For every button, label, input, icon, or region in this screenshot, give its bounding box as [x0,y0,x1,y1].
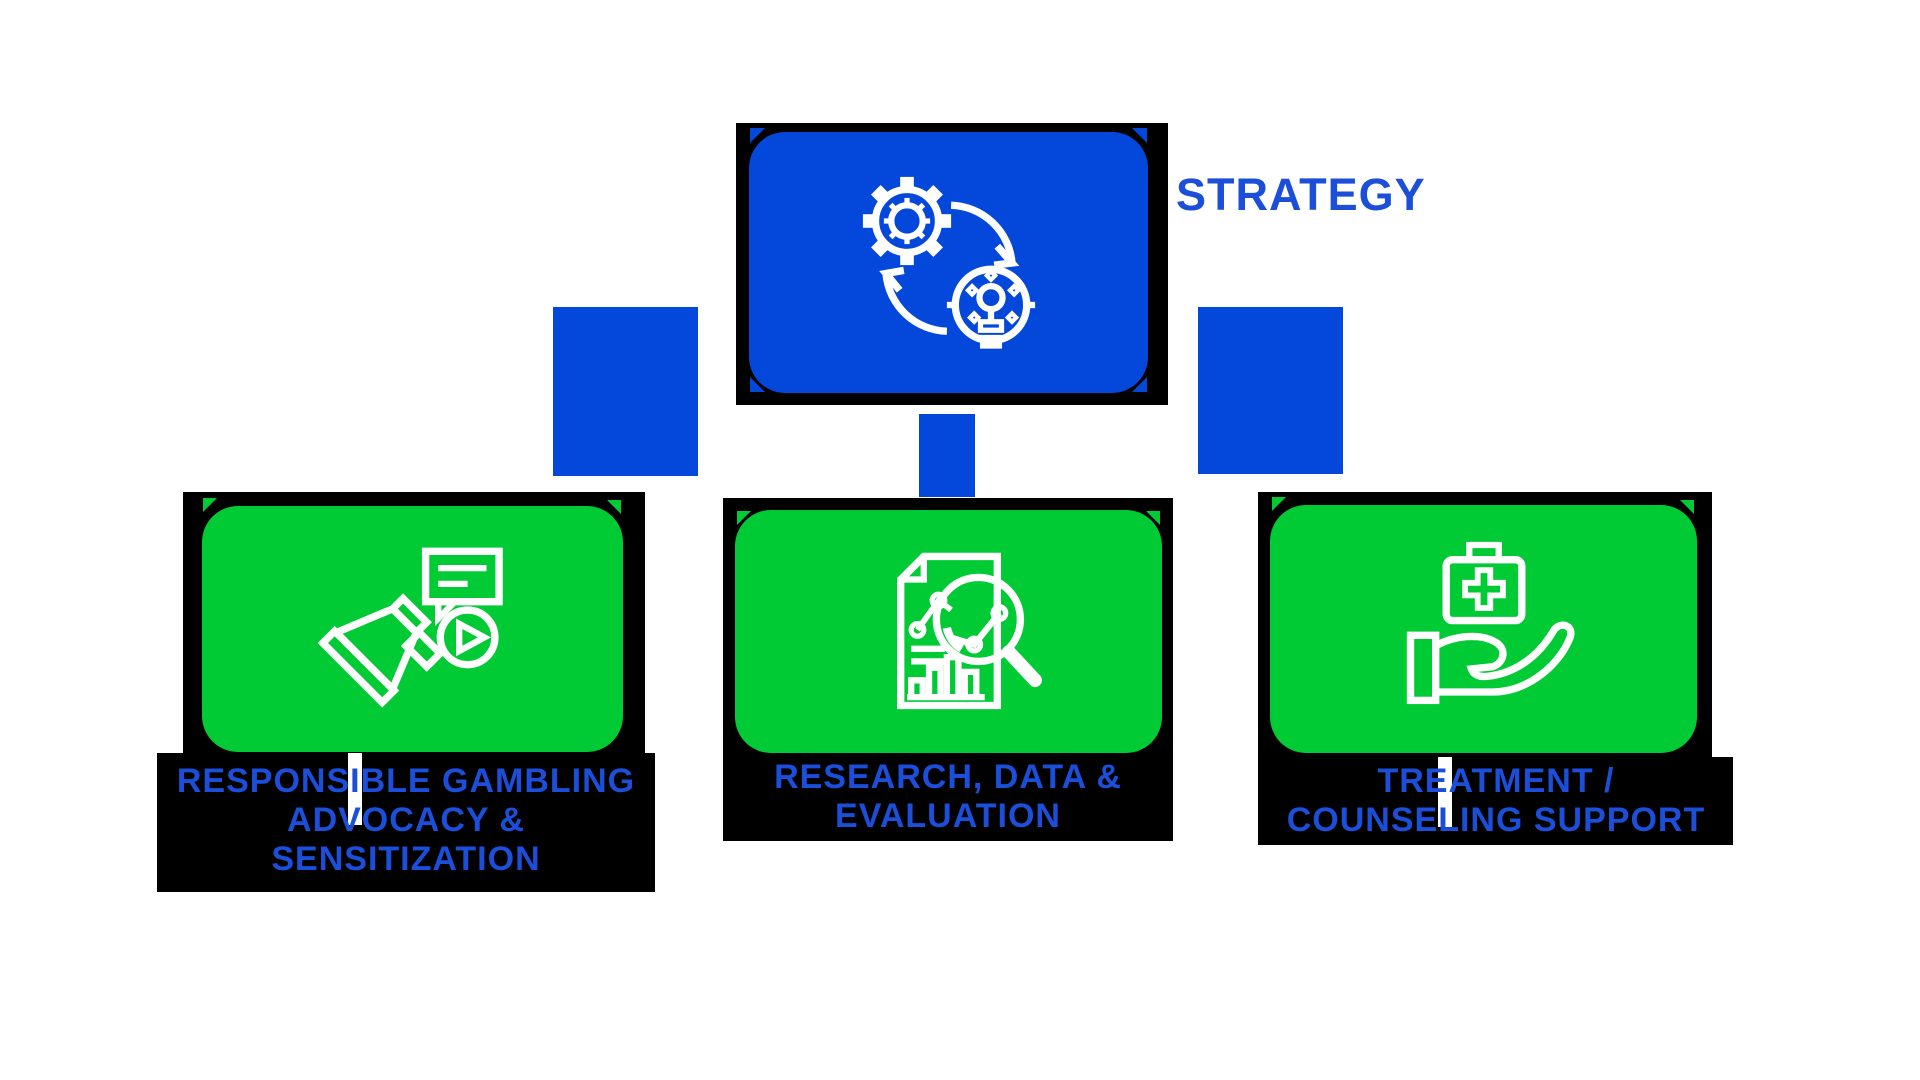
advocacy-node-label: RESPONSIBLE GAMBLING ADVOCACY & SENSITIZ… [176,762,636,878]
strategy-box [749,132,1148,393]
corner-notch [1680,500,1694,514]
connector-left [553,307,698,476]
advocacy-label-shadow [157,753,655,892]
corner-notch [1272,497,1286,511]
research-box [735,510,1162,753]
research-node-label: RESEARCH, DATA & EVALUATION [774,758,1122,835]
first-aid-kit-on-hand-icon [1406,541,1574,705]
connector-right [1198,307,1343,474]
corner-notch [1132,128,1147,143]
process-cycle-gear-lightbulb-icon [862,176,1035,349]
strategy-node-label: STRATEGY [1176,169,1426,220]
treatment-label-shadow [1258,757,1733,845]
megaphone-announcement-icon [317,547,503,708]
corner-notch [203,498,217,512]
advocacy-box [202,506,623,752]
document-magnifier-analytics-icon [896,552,1042,709]
corner-notch [607,500,621,514]
research-label-shadow [723,753,1173,841]
label-gap [1438,757,1452,827]
label-gap [348,753,362,825]
connector-middle [919,414,975,497]
treatment-node-label: TREATMENT / COUNSELING SUPPORT [1286,762,1706,839]
treatment-box [1270,505,1697,753]
